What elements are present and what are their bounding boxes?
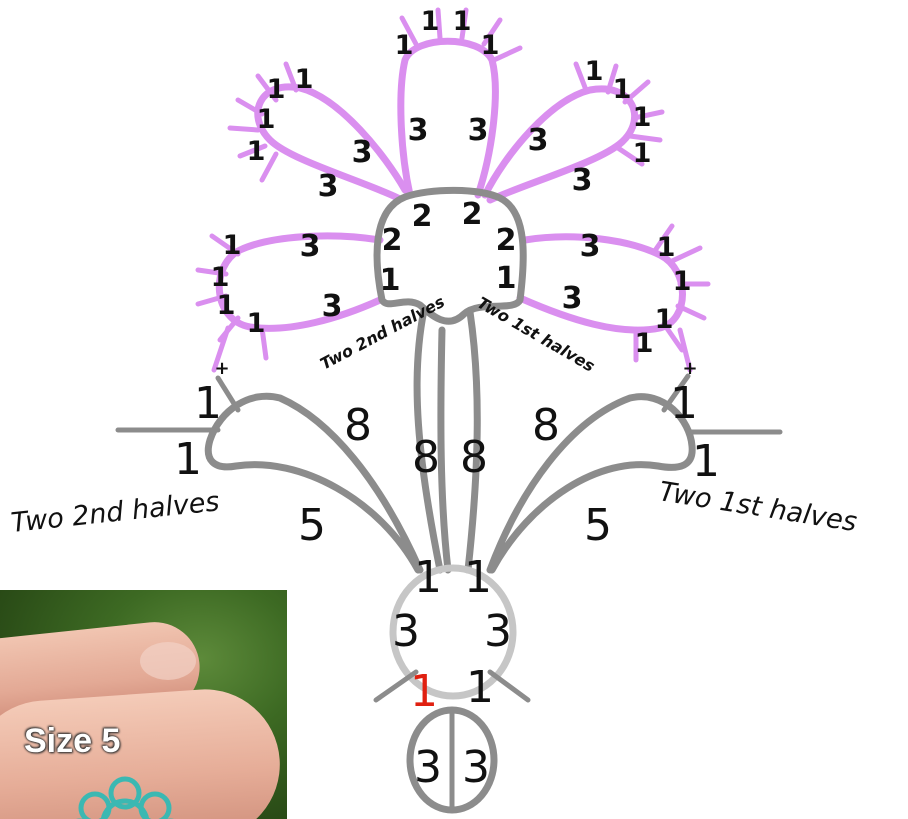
count-3: 3 bbox=[392, 606, 420, 657]
count-8: 8 bbox=[344, 400, 372, 451]
count-1: 1 bbox=[223, 230, 242, 261]
count-2: 2 bbox=[462, 197, 483, 232]
label-two-2nd-halves: Two 2nd halves bbox=[9, 486, 220, 539]
count-1: 1 bbox=[655, 304, 674, 335]
stem-inner bbox=[437, 326, 452, 574]
plus-mark-right: + bbox=[682, 358, 697, 379]
thread-left-up bbox=[215, 375, 241, 413]
count-2: 2 bbox=[382, 223, 403, 258]
label-two-1st-halves: Two 1st halves bbox=[657, 476, 859, 538]
thread-ring-left bbox=[373, 669, 419, 703]
photo-caption: Size 5 bbox=[24, 722, 121, 760]
count-1: 1 bbox=[670, 378, 698, 429]
count-3: 3 bbox=[562, 281, 583, 316]
count-3: 3 bbox=[408, 113, 429, 148]
count-1: 1 bbox=[633, 102, 652, 133]
petal-lower-left bbox=[215, 232, 384, 332]
petal-upper-right bbox=[481, 85, 638, 204]
thread-right-up bbox=[661, 373, 691, 413]
count-1: 1 bbox=[633, 138, 652, 169]
count-3: 3 bbox=[528, 123, 549, 158]
count-8: 8 bbox=[532, 400, 560, 451]
count-1: 1 bbox=[217, 290, 236, 321]
count-5: 5 bbox=[298, 500, 326, 551]
count-3: 3 bbox=[468, 113, 489, 148]
count-1: 1 bbox=[496, 261, 517, 296]
leaf-left bbox=[204, 392, 424, 574]
count-1: 1 bbox=[414, 552, 442, 603]
count-3: 3 bbox=[318, 169, 339, 204]
count-1: 1 bbox=[380, 263, 401, 298]
count-1: 1 bbox=[481, 30, 500, 61]
count-1: 1 bbox=[692, 436, 720, 487]
petal-upper-left bbox=[254, 83, 409, 202]
pink-petals bbox=[195, 7, 711, 373]
count-1: 1 bbox=[174, 434, 202, 485]
count-1: 1 bbox=[421, 6, 440, 37]
count-1: 1 bbox=[194, 378, 222, 429]
leaf-right bbox=[486, 393, 696, 574]
count-3: 3 bbox=[580, 229, 601, 264]
sample-photo: Size 5 bbox=[0, 590, 287, 819]
count-1: 1 bbox=[267, 74, 286, 105]
count-2: 2 bbox=[496, 223, 517, 258]
count-1: 1 bbox=[635, 328, 654, 359]
count-1: 1 bbox=[211, 262, 230, 293]
count-1: 1 bbox=[247, 308, 266, 339]
count-1: 1 bbox=[295, 64, 314, 95]
stem-right bbox=[464, 308, 481, 574]
stitch-counts: 1 1 1 1 3 3 1 1 1 1 3 3 1 1 1 1 3 3 1 1 … bbox=[174, 6, 720, 793]
lower-ring bbox=[389, 564, 517, 700]
petal-top bbox=[397, 37, 499, 199]
count-8: 8 bbox=[412, 432, 440, 483]
count-1: 1 bbox=[247, 136, 266, 167]
count-1: 1 bbox=[395, 30, 414, 61]
thread-ring-right bbox=[487, 669, 531, 703]
count-3: 3 bbox=[484, 606, 512, 657]
tatted-sample bbox=[76, 776, 174, 819]
count-1-highlight: 1 bbox=[410, 666, 438, 717]
count-8: 8 bbox=[460, 432, 488, 483]
petal-lower-right bbox=[516, 233, 686, 334]
count-3: 3 bbox=[322, 289, 343, 324]
count-1: 1 bbox=[453, 6, 472, 37]
count-1: 1 bbox=[466, 662, 494, 713]
count-1: 1 bbox=[585, 56, 604, 87]
plus-mark-left: + bbox=[214, 358, 229, 379]
count-1: 1 bbox=[657, 232, 676, 263]
count-3: 3 bbox=[572, 163, 593, 198]
pink-picots bbox=[195, 7, 711, 373]
count-1: 1 bbox=[613, 74, 632, 105]
count-3: 3 bbox=[462, 742, 490, 793]
count-3: 3 bbox=[414, 742, 442, 793]
grey-chains bbox=[115, 186, 783, 814]
count-1: 1 bbox=[673, 266, 692, 297]
count-1: 1 bbox=[257, 104, 276, 135]
count-2: 2 bbox=[412, 199, 433, 234]
count-5: 5 bbox=[584, 500, 612, 551]
stem-left bbox=[413, 306, 444, 574]
count-1: 1 bbox=[464, 552, 492, 603]
fingernail bbox=[140, 642, 196, 680]
count-3: 3 bbox=[300, 229, 321, 264]
count-3: 3 bbox=[352, 135, 373, 170]
